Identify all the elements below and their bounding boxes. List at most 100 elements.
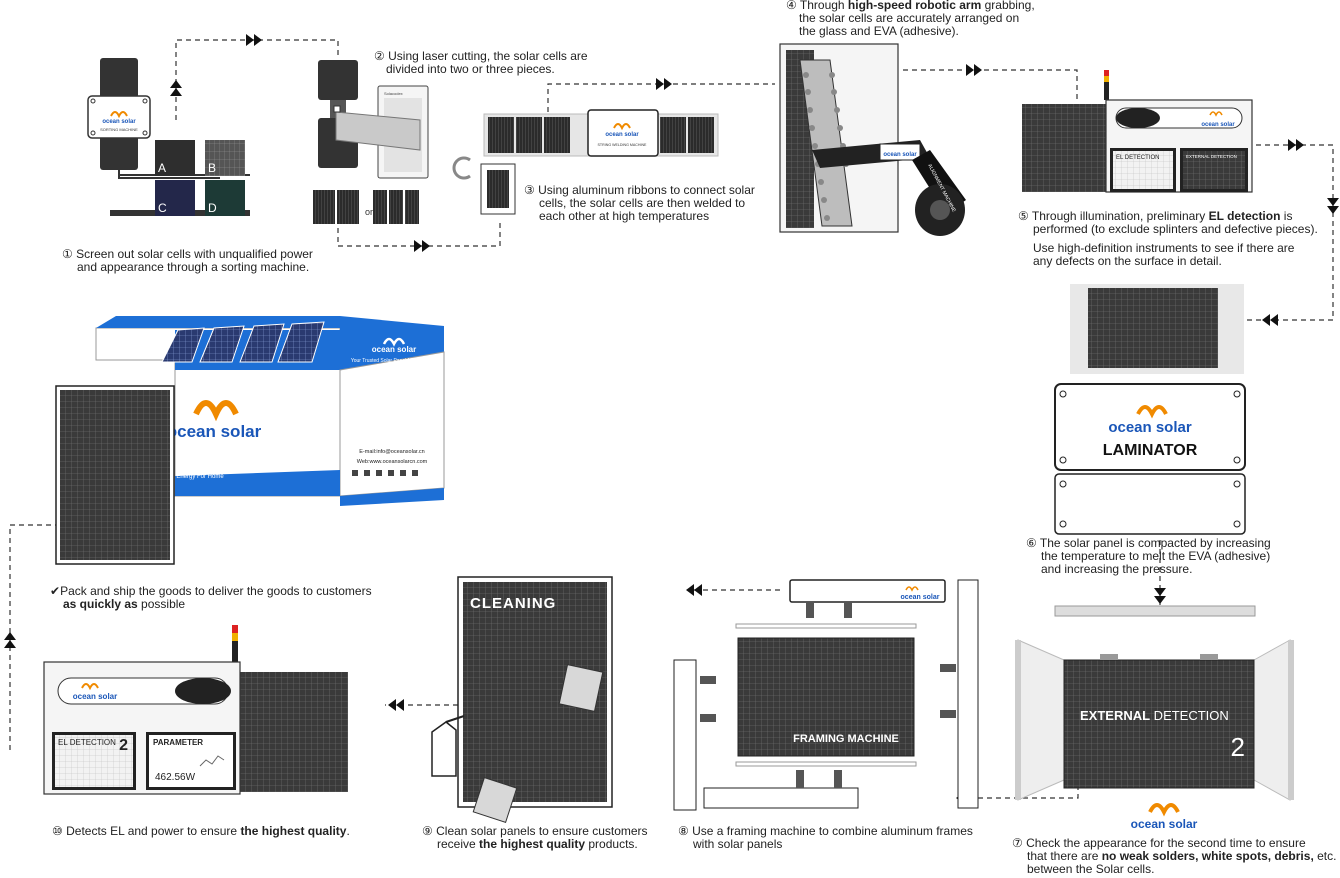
step-3-line2: cells, the solar cells are then welded t…	[539, 196, 746, 210]
step-5-number: ⑤	[1018, 209, 1029, 223]
box-tagline: Your Trusted Solar Panel Manufacturer	[351, 358, 438, 364]
step-6-line1: The solar panel is compacted by increasi…	[1039, 536, 1271, 550]
step-6-line2: the temperature to melt the EVA (adhesiv…	[1041, 549, 1271, 563]
cell-grade-c: C	[155, 180, 195, 216]
step-10-pre: Detects EL and power to ensure	[66, 824, 241, 838]
el-detection-2-label: EL DETECTION	[58, 738, 116, 747]
step-9-post2: products.	[585, 837, 638, 851]
final-test-station: ocean solar EL DETECTION 2 PARAMETER 462…	[43, 625, 348, 795]
laser-cutter: Solacodex	[318, 60, 429, 179]
alignment-machine: ocean solar ALIGNMENT MACHINE	[779, 43, 966, 236]
step-7-pre2: that there are	[1027, 849, 1102, 863]
step-10-post: .	[346, 824, 350, 838]
framing-machine-label: FRAMING MACHINE	[793, 733, 899, 745]
external-detection-number: 2	[1231, 732, 1245, 762]
finished-solar-panel	[55, 385, 175, 565]
step-2-line1: Using laser cutting, the solar cells are	[388, 49, 588, 63]
or-label: or	[365, 207, 373, 217]
cell-grade-d: D	[205, 180, 245, 216]
alignment-brand: ocean solar	[883, 152, 917, 158]
box-email: E-mail:info@oceansolar.cn	[359, 449, 425, 455]
step-2-line2: divided into two or three pieces.	[386, 62, 555, 76]
step-5-caption: ⑤ Through illumination, preliminary EL d…	[1018, 210, 1318, 268]
cleaning-station: CLEANING	[431, 576, 613, 824]
step-7-line1: Check the appearance for the second time…	[1026, 836, 1306, 850]
step-5-line3: Use high-definition instruments to see i…	[1033, 241, 1295, 255]
step-1-number: ①	[62, 247, 73, 261]
external-brand: ocean solar	[1131, 817, 1198, 831]
cleaning-label: CLEANING	[470, 595, 556, 612]
el-number: 2	[119, 737, 128, 754]
step-9-bold2: the highest quality	[479, 837, 586, 851]
step-4-caption: ④ Through high-speed robotic arm grabbin…	[786, 0, 1035, 38]
grade-b-label: B	[208, 161, 216, 175]
grade-c-label: C	[158, 201, 167, 215]
step-5-line2: performed (to exclude splinters and defe…	[1033, 222, 1318, 236]
cell-grade-b: B	[205, 140, 245, 176]
svg-text:Solacodex: Solacodex	[384, 91, 403, 96]
step-10-number: ⑩	[52, 824, 63, 838]
step-3-caption: ③ Using aluminum ribbons to connect sola…	[524, 184, 755, 223]
step-4-number: ④	[786, 0, 797, 12]
string-welding-label: STRING WELDING MACHINE	[598, 143, 648, 147]
string-welding-machine: ocean solar STRING WELDING MACHINE	[452, 109, 719, 215]
laminator-brand: ocean solar	[1108, 419, 1192, 436]
parameter-label: PARAMETER	[153, 738, 203, 747]
power-value: 462.56W	[155, 772, 196, 783]
step-7-bold2: no weak solders, white spots, debris,	[1101, 849, 1314, 863]
step-7-caption: ⑦ Check the appearance for the second ti…	[1012, 837, 1336, 876]
box-brand: ocean solar	[372, 345, 416, 354]
step-5-pre: Through illumination, preliminary	[1031, 209, 1209, 223]
step-9-number: ⑨	[422, 824, 433, 838]
step-5-bold: EL detection	[1208, 209, 1281, 223]
cut-cell-pieces: or	[313, 190, 419, 224]
ship-post2: possible	[137, 597, 186, 611]
step-9-line1: Clean solar panels to ensure customers	[436, 824, 648, 838]
sorting-machine-label: SORTING MACHINE	[100, 127, 138, 132]
step-3-number: ③	[524, 183, 535, 197]
shipping-box: ocean solar Your Trusted Solar Panel Man…	[95, 316, 445, 506]
step-4-line2: the solar cells are accurately arranged …	[799, 11, 1020, 25]
ship-caption: ✔Pack and ship the goods to deliver the …	[50, 585, 372, 611]
step-3-line1: Using aluminum ribbons to connect solar	[538, 183, 755, 197]
ship-bold2: as quickly as	[63, 597, 138, 611]
final-brand: ocean solar	[73, 692, 117, 701]
step-5-post: is	[1280, 209, 1293, 223]
step-1-line1: Screen out solar cells with unqualified …	[76, 247, 313, 261]
step-8-number: ⑧	[678, 824, 689, 838]
step-4-pre: Through	[799, 0, 848, 12]
step-2-number: ②	[374, 49, 385, 63]
el-brand: ocean solar	[1201, 122, 1235, 128]
step-6-line3: and increasing the pressure.	[1041, 562, 1193, 576]
external-detection-title: EXTERNAL DETECTION	[1080, 708, 1229, 723]
step-10-caption: ⑩ Detects EL and power to ensure the hig…	[52, 825, 350, 838]
external-detection-station: EXTERNAL DETECTION 2 ocean solar	[1015, 605, 1294, 831]
ship-check-icon: ✔	[50, 584, 61, 598]
box-brand-large: ocean solar	[167, 422, 262, 441]
step-3-line3: each other at high temperatures	[539, 209, 710, 223]
step-2-caption: ② Using laser cutting, the solar cells a…	[374, 50, 588, 76]
framing-machine: ocean solar FRAMING MACHINE	[673, 579, 979, 811]
framing-brand: ocean solar	[901, 594, 940, 601]
ship-line1: Pack and ship the goods to deliver the g…	[60, 584, 372, 598]
el-detection-label: EL DETECTION	[1116, 155, 1159, 161]
step-4-line3: the glass and EVA (adhesive).	[799, 24, 959, 38]
box-web: Web:www.oceansolarcn.com	[357, 459, 428, 465]
step-4-post: grabbing,	[981, 0, 1035, 12]
step-6-number: ⑥	[1026, 536, 1037, 550]
step-9-caption: ⑨ Clean solar panels to ensure customers…	[422, 825, 648, 851]
sorting-brand: ocean solar	[102, 119, 136, 125]
step-8-line1: Use a framing machine to combine aluminu…	[692, 824, 973, 838]
grade-a-label: A	[158, 161, 166, 175]
cell-grade-a: A	[155, 140, 195, 176]
grade-d-label: D	[208, 201, 217, 215]
step-7-number: ⑦	[1012, 836, 1023, 850]
step-5-line4: any defects on the surface in detail.	[1033, 254, 1222, 268]
step-10-bold: the highest quality	[240, 824, 347, 838]
step-6-caption: ⑥ The solar panel is compacted by increa…	[1026, 537, 1271, 576]
step-9-pre2: receive	[437, 837, 480, 851]
external-detection-small-label: EXTERNAL DETECTION	[1186, 154, 1237, 159]
box-slogan: Energy For Home	[176, 474, 224, 480]
